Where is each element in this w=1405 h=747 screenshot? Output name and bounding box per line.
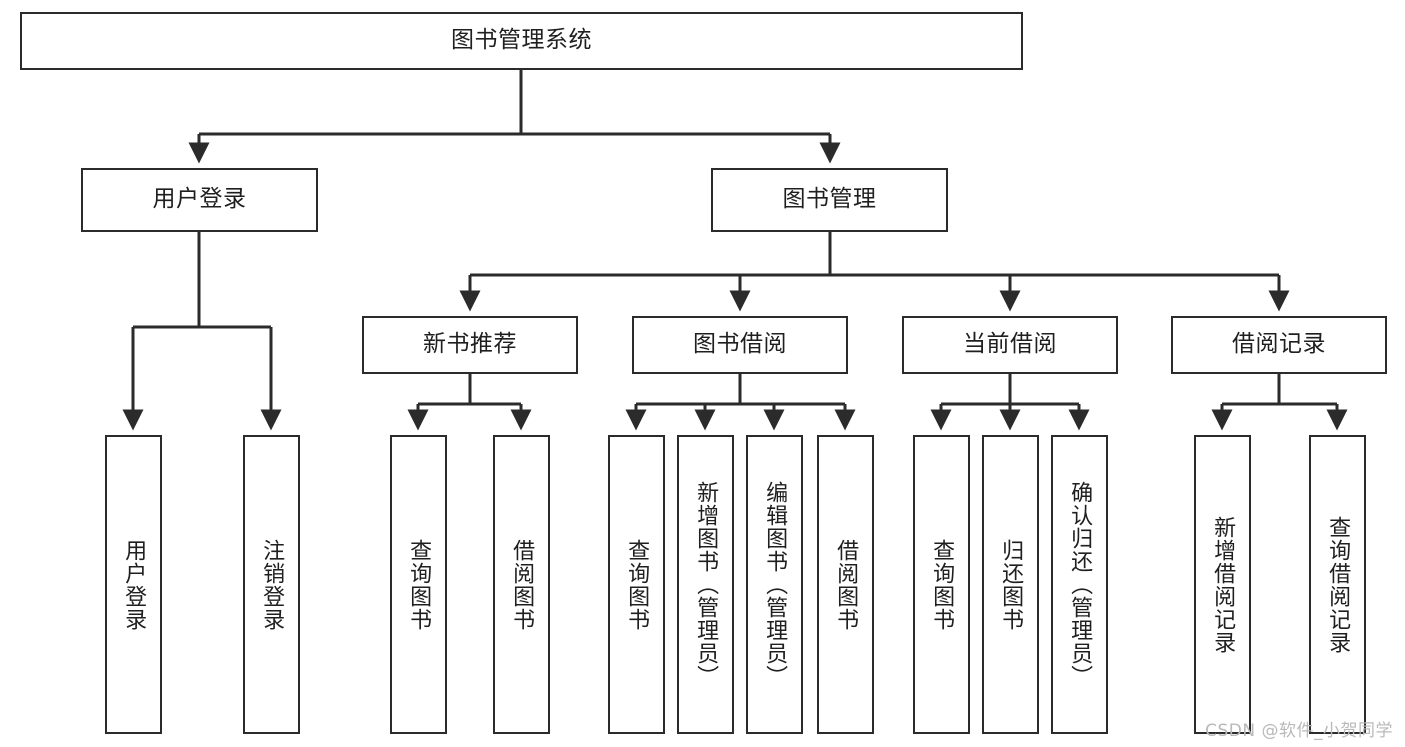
node-label: 归还图书 [998, 538, 1024, 631]
node-label: 查询图书 [929, 538, 955, 631]
node-label: 当前借阅 [963, 331, 1057, 358]
node-label: 新书推荐 [423, 331, 517, 358]
leaf-add-book-admin[interactable]: 新增图书（管理员） [677, 435, 734, 734]
node-label: 借阅记录 [1232, 331, 1326, 358]
node-label: 借阅图书 [833, 538, 859, 631]
leaf-user-logout[interactable]: 注销登录 [243, 435, 300, 734]
node-label: 图书管理系统 [451, 27, 592, 54]
node-label: 确认归还（管理员） [1067, 481, 1093, 688]
leaf-edit-book-admin[interactable]: 编辑图书（管理员） [746, 435, 803, 734]
node-new-book-recommend[interactable]: 新书推荐 [362, 316, 578, 374]
node-label: 图书管理 [782, 186, 877, 213]
node-borrow-records[interactable]: 借阅记录 [1171, 316, 1387, 374]
node-label: 借阅图书 [509, 538, 535, 631]
node-root-system[interactable]: 图书管理系统 [20, 12, 1023, 70]
node-label: 注销登录 [259, 538, 285, 631]
node-label: 查询图书 [624, 538, 650, 631]
node-label: 编辑图书（管理员） [762, 481, 788, 688]
leaf-add-borrow-record[interactable]: 新增借阅记录 [1194, 435, 1251, 734]
leaf-confirm-return-admin[interactable]: 确认归还（管理员） [1051, 435, 1108, 734]
leaf-query-borrow-record[interactable]: 查询借阅记录 [1309, 435, 1366, 734]
node-label: 用户登录 [152, 186, 247, 213]
leaf-query-books-borrow[interactable]: 查询图书 [608, 435, 665, 734]
leaf-borrow-books[interactable]: 借阅图书 [817, 435, 874, 734]
node-label: 图书借阅 [693, 331, 787, 358]
node-label: 查询借阅记录 [1325, 515, 1351, 654]
node-book-borrow[interactable]: 图书借阅 [632, 316, 848, 374]
leaf-user-login[interactable]: 用户登录 [105, 435, 162, 734]
node-current-borrow[interactable]: 当前借阅 [902, 316, 1118, 374]
leaf-return-books[interactable]: 归还图书 [982, 435, 1039, 734]
node-book-management[interactable]: 图书管理 [711, 168, 948, 232]
csdn-watermark: CSDN @软件_小贺同学 [1205, 721, 1393, 741]
node-label: 新增图书（管理员） [693, 481, 719, 688]
leaf-query-books-new[interactable]: 查询图书 [390, 435, 447, 734]
leaf-query-books-current[interactable]: 查询图书 [913, 435, 970, 734]
node-label: 新增借阅记录 [1210, 515, 1236, 654]
node-user-login[interactable]: 用户登录 [81, 168, 318, 232]
leaf-borrow-books-new[interactable]: 借阅图书 [493, 435, 550, 734]
node-label: 用户登录 [121, 538, 147, 631]
node-label: 查询图书 [406, 538, 432, 631]
